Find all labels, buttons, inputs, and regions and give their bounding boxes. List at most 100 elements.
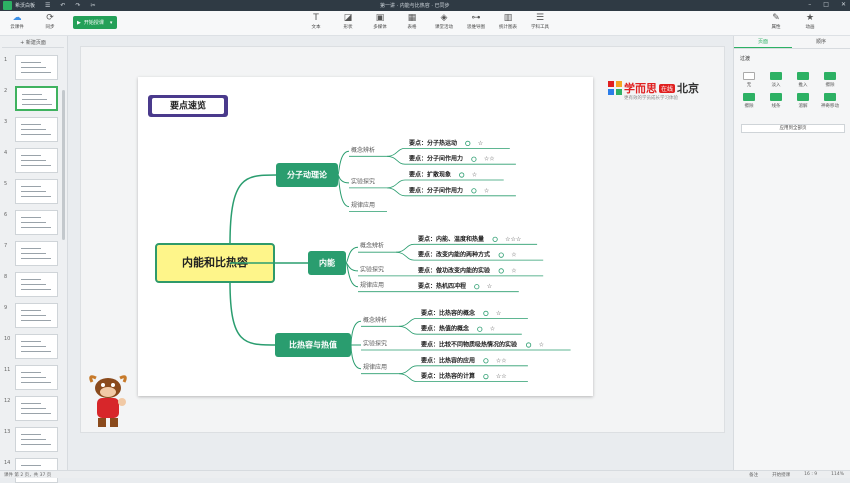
- difficulty-stars: ☆☆: [496, 357, 507, 364]
- thumbnail-number: 11: [4, 367, 11, 373]
- slide-thumbnail[interactable]: [15, 179, 58, 204]
- slide-thumbnail[interactable]: [15, 210, 58, 235]
- slide-thumbnail[interactable]: [15, 148, 58, 173]
- activity-icon: ◈: [440, 13, 448, 23]
- transition-label: 擦除: [825, 83, 835, 88]
- group-label: 规律应用: [363, 363, 387, 371]
- group-label: 规律应用: [360, 281, 384, 289]
- slide-thumbnail[interactable]: [15, 86, 58, 111]
- brand-badge: 在线: [659, 83, 676, 93]
- maximize-icon[interactable]: □: [823, 1, 829, 8]
- transition-option[interactable]: 溶解: [792, 93, 814, 109]
- transition-option[interactable]: 线条: [765, 93, 787, 109]
- tool-mind-map[interactable]: ⊶思维导图: [464, 13, 488, 30]
- transition-option[interactable]: 无: [738, 72, 760, 88]
- thumbnail-content-line: [21, 165, 51, 166]
- tool-shape[interactable]: ◪形状: [336, 13, 360, 30]
- item-connector: [398, 373, 418, 382]
- slide-thumbnail[interactable]: [15, 396, 58, 421]
- slide-thumbnail[interactable]: [15, 427, 58, 452]
- new-page-button[interactable]: + 新建页面: [2, 38, 64, 48]
- notes-button[interactable]: 备注: [749, 473, 759, 478]
- key-point-text: 要点：比热容的概念: [421, 309, 475, 317]
- branch-node-text: 比热容与热值: [289, 340, 337, 350]
- aspect-ratio[interactable]: 16 : 9: [804, 472, 818, 477]
- difficulty-stars: ☆: [539, 342, 544, 349]
- menu-icon[interactable]: ☰: [45, 2, 51, 9]
- thumbnail-content-line: [21, 227, 51, 228]
- slide-thumbnail[interactable]: [15, 272, 58, 297]
- transition-option[interactable]: 神奇移动: [819, 93, 841, 109]
- thumbnail-content-line: [21, 155, 41, 156]
- thumbnail-content-line: [21, 134, 51, 135]
- tool-label: 统计图表: [499, 25, 517, 30]
- tool-chart[interactable]: ▥ 统计图表: [496, 13, 520, 30]
- thumbnail-content-line: [21, 67, 46, 68]
- start-teaching-status-button[interactable]: 开始授课: [772, 473, 791, 478]
- slide[interactable]: 要点速览内能和比热容分子动理论概念辨析要点：分子热运动☆要点：分子间作用力☆☆实…: [138, 77, 593, 396]
- zoom-level[interactable]: 114%: [831, 472, 844, 477]
- thumbnail-content-line: [21, 279, 41, 280]
- cut-icon[interactable]: ✂: [90, 2, 96, 9]
- cloud-courseware-button[interactable]: ☁ 云课件: [5, 13, 29, 30]
- thumbnail-content-line: [21, 351, 51, 352]
- key-point-text: 要点：比热容的计算: [421, 372, 475, 380]
- slide-thumbnail[interactable]: [15, 55, 58, 80]
- thumbnail-content-line: [21, 346, 46, 347]
- slide-thumbnail[interactable]: [15, 365, 58, 390]
- transition-option[interactable]: 推入: [792, 72, 814, 88]
- tool-subject[interactable]: ☰学科工具: [528, 13, 552, 30]
- transition-option[interactable]: 淡入: [765, 72, 787, 88]
- sync-button[interactable]: ⟳ 同步: [38, 13, 62, 30]
- title-bar: 希沃白板 ☰ ↶ ↷ ✂ 第一讲 · 内能与比热容 · 已同步 – □ ✕: [0, 0, 850, 11]
- difficulty-stars: ☆: [472, 172, 477, 179]
- chart-icon: ▥: [503, 13, 513, 23]
- transition-option[interactable]: 擦除: [819, 72, 841, 88]
- tool-table[interactable]: ▦表格: [400, 13, 424, 30]
- panel-tabs: 页面 顺序: [734, 36, 850, 49]
- tool-label: 课堂活动: [435, 25, 453, 30]
- thumbnail-content-line: [21, 248, 41, 249]
- thumbnail-content-line: [21, 191, 46, 192]
- thumbnail-content-line: [21, 258, 51, 259]
- transition-preview-icon: [770, 93, 782, 101]
- undo-icon[interactable]: ↶: [60, 2, 66, 9]
- mind-map-icon: ⊶: [471, 13, 481, 23]
- slide-thumbnail[interactable]: [15, 334, 58, 359]
- thumbnail-content-line: [22, 104, 52, 105]
- item-circle-icon: [525, 342, 532, 348]
- close-icon[interactable]: ✕: [840, 1, 846, 8]
- start-teaching-button[interactable]: ▶ 开始授课 ▾: [73, 16, 117, 29]
- thumbnail-scrollbar[interactable]: [62, 90, 65, 240]
- group-label: 规律应用: [351, 201, 375, 209]
- play-icon: ▶: [77, 19, 81, 26]
- key-point-text: 要点：比较不同物质吸热情况的实验: [421, 341, 517, 349]
- apply-to-all-button[interactable]: 应用到全部页: [741, 124, 845, 133]
- transition-preview-icon: [770, 72, 782, 80]
- transition-preview-icon: [824, 93, 836, 101]
- tool-animation[interactable]: ★动画: [798, 13, 822, 30]
- tool-media[interactable]: ▣多媒体: [368, 13, 392, 30]
- tab-page[interactable]: 页面: [734, 36, 792, 48]
- redo-icon[interactable]: ↷: [75, 2, 81, 9]
- minimize-icon[interactable]: –: [808, 1, 812, 8]
- chevron-down-icon[interactable]: ▾: [109, 19, 113, 26]
- transition-label: 线条: [771, 104, 781, 109]
- transition-section-title: 过渡: [740, 56, 751, 62]
- transition-label: 无: [746, 83, 752, 88]
- slide-thumbnail[interactable]: [15, 303, 58, 328]
- difficulty-stars: ☆: [490, 326, 495, 333]
- thumbnail-number: 10: [4, 336, 11, 342]
- thumbnail-content-line: [21, 408, 46, 409]
- tool-class-activity[interactable]: ◈ 课堂活动: [432, 13, 456, 30]
- slide-thumbnail[interactable]: [15, 117, 58, 142]
- item-circle-icon: [483, 373, 489, 380]
- transition-option[interactable]: 擦除: [738, 93, 760, 109]
- media-icon: ▣: [375, 13, 385, 23]
- tab-order[interactable]: 顺序: [815, 39, 826, 45]
- tool-properties[interactable]: ✎属性: [764, 13, 788, 30]
- difficulty-stars: ☆: [478, 140, 483, 147]
- cloud-label: 云课件: [10, 25, 24, 30]
- slide-thumbnail[interactable]: [15, 241, 58, 266]
